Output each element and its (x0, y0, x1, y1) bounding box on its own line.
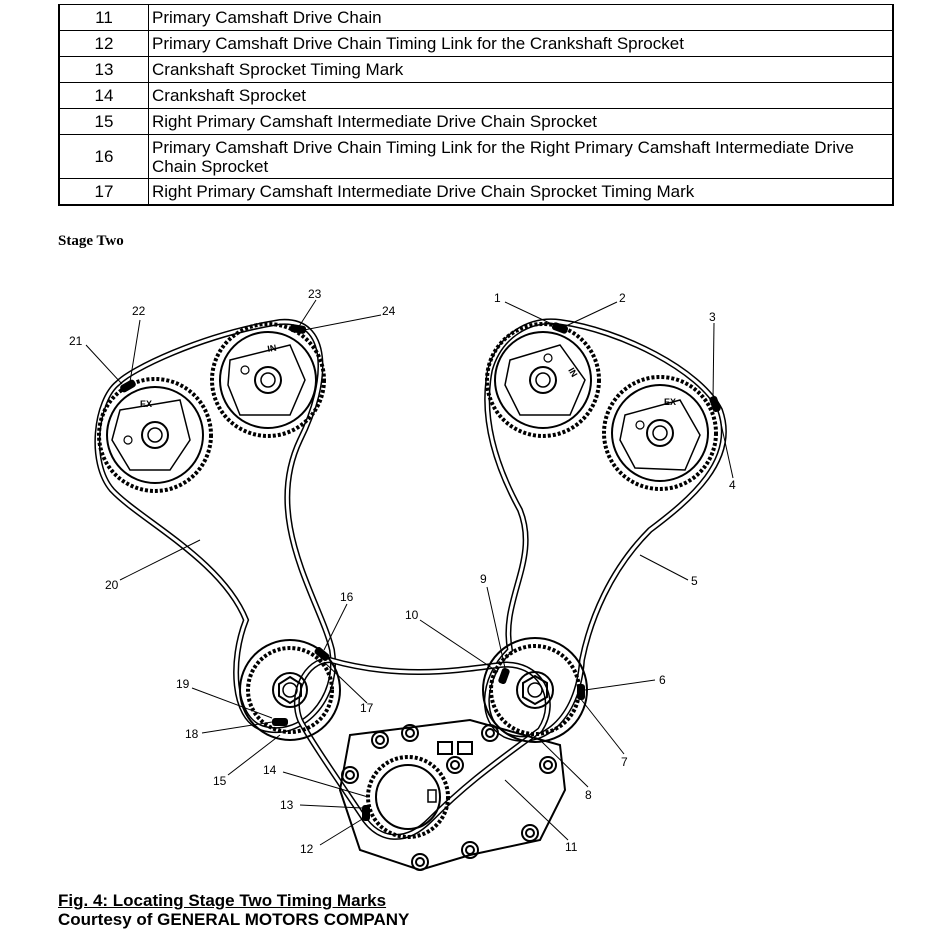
ex-right-label: EX (664, 397, 676, 407)
legend-description: Right Primary Camshaft Intermediate Driv… (148, 178, 894, 205)
in-right-label: IN (566, 366, 579, 379)
in-left-label: IN (267, 343, 278, 354)
legend-table: 11 Primary Camshaft Drive Chain 12 Prima… (58, 4, 894, 206)
table-row: 11 Primary Camshaft Drive Chain (58, 4, 894, 31)
callout-6: 6 (659, 673, 666, 687)
callout-3: 3 (709, 310, 716, 324)
callout-9: 9 (480, 572, 487, 586)
left-secondary-chain (94, 318, 337, 733)
callout-5: 5 (691, 574, 698, 588)
callout-7: 7 (621, 755, 628, 769)
right-exhaust-cam-sprocket (602, 375, 718, 491)
left-intake-cam-sprocket (210, 322, 326, 438)
legend-description: Crankshaft Sprocket (148, 82, 894, 109)
timing-diagram: EX IN IN EX (69, 287, 736, 872)
legend-number: 15 (58, 108, 149, 135)
left-exhaust-cam-sprocket (97, 377, 213, 493)
callout-4: 4 (729, 478, 736, 492)
table-row: 16 Primary Camshaft Drive Chain Timing L… (58, 134, 894, 179)
legend-number: 13 (58, 56, 149, 83)
callout-22: 22 (132, 304, 146, 318)
callout-12: 12 (300, 842, 314, 856)
legend-number: 16 (58, 134, 149, 179)
callout-20: 20 (105, 578, 119, 592)
callout-18: 18 (185, 727, 199, 741)
legend-description: Primary Camshaft Drive Chain Timing Link… (148, 30, 894, 57)
timing-links (120, 322, 721, 821)
callout-19: 19 (176, 677, 190, 691)
legend-description: Right Primary Camshaft Intermediate Driv… (148, 108, 894, 135)
callout-23: 23 (308, 287, 322, 301)
table-row: 17 Right Primary Camshaft Intermediate D… (58, 178, 894, 205)
callout-10: 10 (405, 608, 419, 622)
callout-leaders (85, 299, 734, 846)
callout-14: 14 (263, 763, 277, 777)
primary-camshaft-drive-chain (293, 656, 551, 840)
table-row: 15 Right Primary Camshaft Intermediate D… (58, 108, 894, 135)
legend-number: 11 (58, 4, 149, 31)
front-cover-plate (338, 718, 567, 872)
legend-description: Primary Camshaft Drive Chain Timing Link… (148, 134, 894, 179)
callout-15: 15 (213, 774, 227, 788)
right-intermediate-sprocket (239, 639, 341, 741)
callout-24: 24 (382, 304, 396, 318)
right-intake-cam-sprocket (485, 322, 601, 438)
legend-number: 17 (58, 178, 149, 205)
crankshaft-sprocket (366, 755, 450, 839)
left-intermediate-sprocket (482, 637, 588, 743)
legend-description: Primary Camshaft Drive Chain (148, 4, 894, 31)
callout-13: 13 (280, 798, 294, 812)
callout-16: 16 (340, 590, 354, 604)
legend-description: Crankshaft Sprocket Timing Mark (148, 56, 894, 83)
table-row: 13 Crankshaft Sprocket Timing Mark (58, 56, 894, 83)
stage-heading: Stage Two (58, 233, 124, 249)
figure-credit: Courtesy of GENERAL MOTORS COMPANY (58, 910, 410, 929)
callout-21: 21 (69, 334, 83, 348)
callout-2: 2 (619, 291, 626, 305)
callout-8: 8 (585, 788, 592, 802)
callout-11: 11 (565, 840, 578, 854)
ex-left-label: EX (140, 399, 152, 409)
figure-title: Fig. 4: Locating Stage Two Timing Marks (58, 891, 387, 910)
callout-1: 1 (494, 291, 501, 305)
callout-17: 17 (360, 701, 374, 715)
